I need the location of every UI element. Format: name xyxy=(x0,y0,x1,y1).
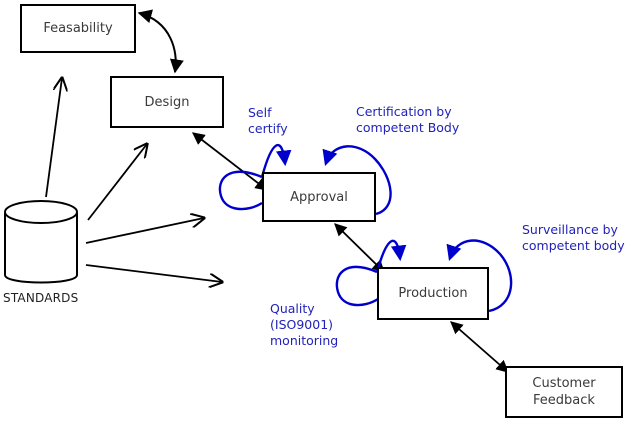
node-production[interactable]: Production xyxy=(377,267,489,320)
self-loop-production-surveillance xyxy=(446,239,513,313)
annotation-self-certify: Self certify xyxy=(248,105,288,136)
standards-datastore-shape xyxy=(4,200,78,284)
connector-standards-feasability xyxy=(45,78,62,198)
connector-design-approval xyxy=(192,132,268,191)
node-customer-feedback[interactable]: Customer Feedback xyxy=(505,366,623,418)
connector-standards-design xyxy=(87,144,147,221)
node-production-label: Production xyxy=(398,286,468,301)
node-feasability[interactable]: Feasability xyxy=(20,4,136,53)
annotation-surveillance-by-competent-body: Surveillance by competent body xyxy=(522,222,625,253)
connector-feasability-design xyxy=(137,9,184,74)
self-loop-approval-self-certify xyxy=(218,143,292,211)
annotation-certification-by-competent-body: Certification by competent Body xyxy=(356,104,460,135)
self-loop-production-quality xyxy=(335,239,407,307)
node-approval[interactable]: Approval xyxy=(262,172,376,222)
connector-production-customer-feedback xyxy=(450,321,509,373)
node-design-label: Design xyxy=(144,94,190,110)
standards-datastore-label: STANDARDS xyxy=(3,291,79,305)
node-feasability-label: Feasability xyxy=(43,21,113,36)
node-approval-label: Approval xyxy=(290,189,348,205)
connector-standards-approval xyxy=(85,218,204,244)
connector-approval-production xyxy=(334,223,385,273)
node-customer-feedback-label: Customer Feedback xyxy=(532,376,596,408)
self-loop-approval-certification xyxy=(322,145,392,216)
node-design[interactable]: Design xyxy=(110,76,224,128)
connector-standards-production xyxy=(85,264,222,282)
annotation-quality-iso9001-monitoring: Quality (ISO9001) monitoring xyxy=(270,301,339,348)
